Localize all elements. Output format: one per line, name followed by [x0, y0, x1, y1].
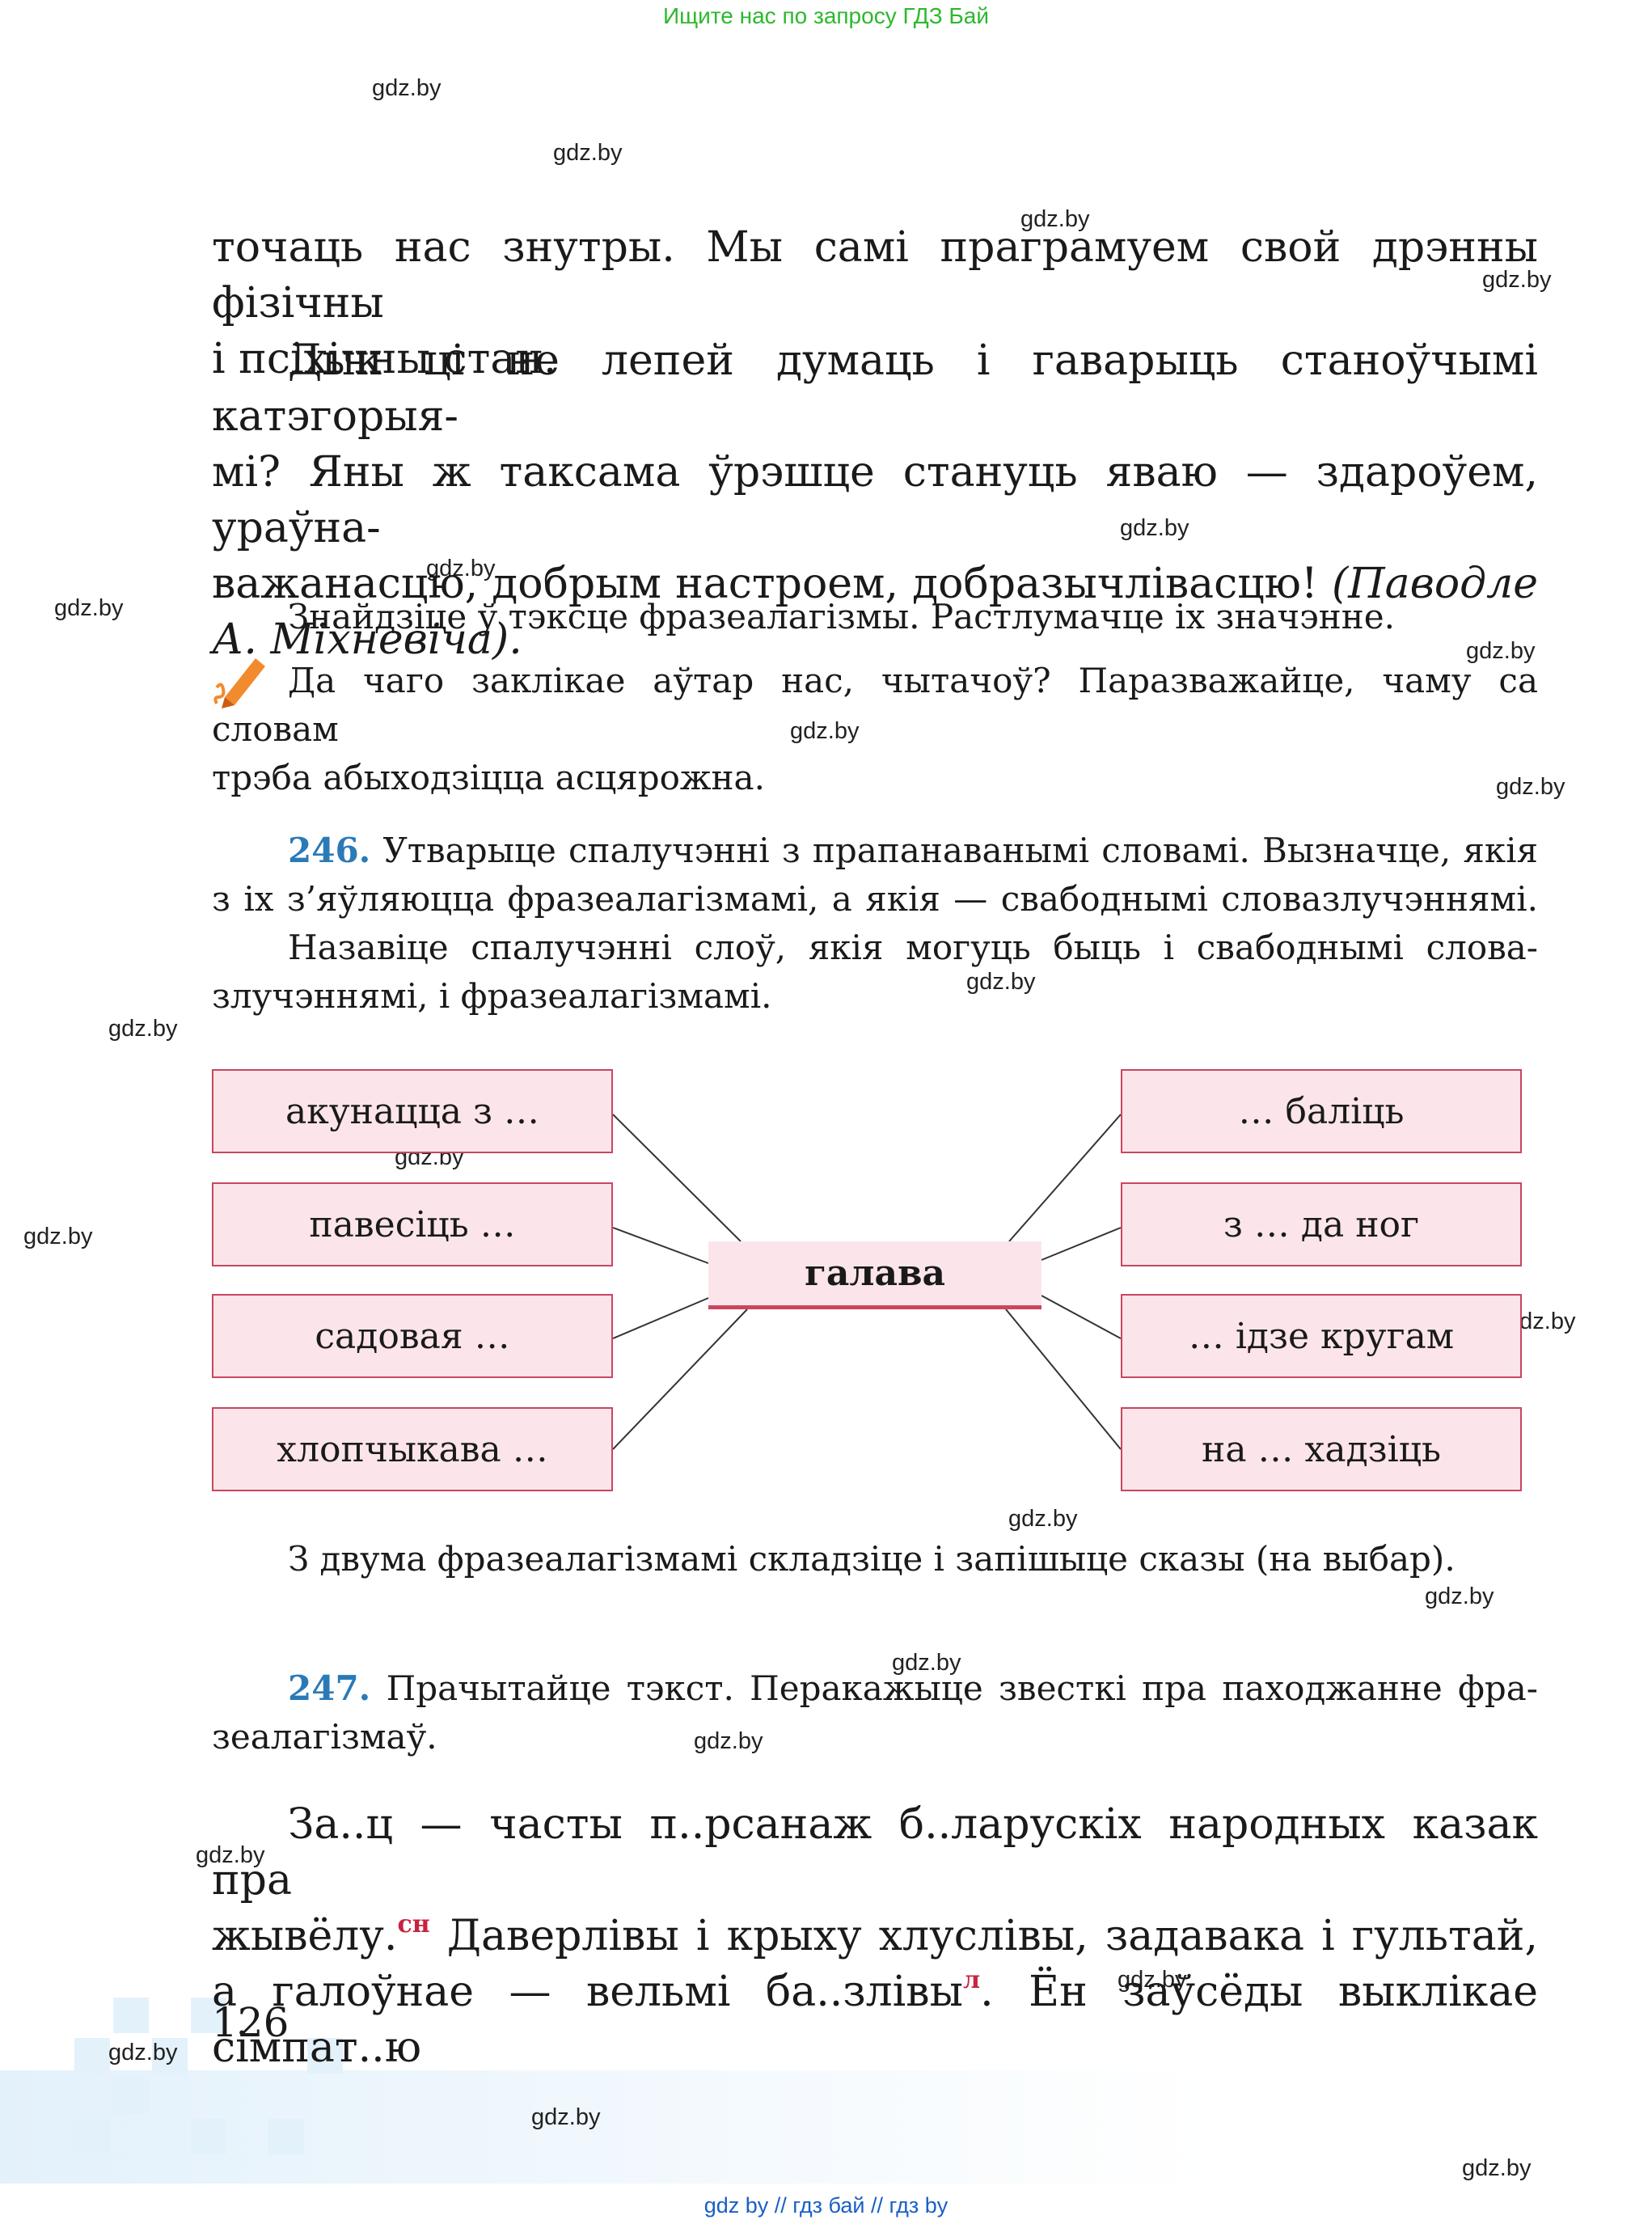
- watermark: gdz.by: [372, 75, 442, 101]
- text-line: Назавіце спалучэнні слоў, якія могуць бы…: [288, 928, 1538, 967]
- text-line: За..ц — часты п..рсанаж б..ларускіх наро…: [212, 1800, 1538, 1905]
- phrase-box-left: садовая …: [212, 1294, 613, 1378]
- watermark: gdz.by: [1425, 1583, 1494, 1609]
- connector-line: [1041, 1227, 1122, 1261]
- task-reflection: Да чаго заклікае аўтар нас, чытачоў? Пар…: [212, 657, 1538, 802]
- phrase-box-right: з … да ног: [1121, 1182, 1522, 1266]
- watermark: gdz.by: [108, 2040, 178, 2065]
- watermark: gdz.by: [892, 1650, 961, 1676]
- watermark: gdz.by: [1482, 267, 1552, 293]
- text-line: важанасцю, добрым настроем, добразычліва…: [212, 560, 1538, 608]
- phrase-box-right: … ідзе кругам: [1121, 1294, 1522, 1378]
- watermark: gdz.by: [196, 1842, 265, 1868]
- text-line: А. Міхневіча).: [212, 615, 522, 664]
- connector-line: [612, 1114, 741, 1242]
- watermark: gdz.by: [426, 556, 496, 581]
- phrase-box-right: на … хадзіць: [1121, 1407, 1522, 1491]
- paragraph-continuation: точаць нас знутры. Мы самі праграмуем св…: [212, 220, 1538, 387]
- watermark: gdz.by: [54, 595, 124, 621]
- text-line: Да чаго заклікае аўтар нас, чытачоў? Пар…: [212, 661, 1538, 749]
- watermark: gdz.by: [531, 2104, 601, 2130]
- watermark: gdz.by: [1008, 1506, 1078, 1532]
- text-line: зеалагізмаў.: [212, 1717, 437, 1757]
- text-line: мі? Яны ж таксама ўрэшце стануць явaю — …: [212, 448, 1538, 552]
- decor-square: [307, 2038, 343, 2074]
- phrase-box-left: хлопчыкава …: [212, 1407, 613, 1491]
- phrase-box-left: павесіць …: [212, 1182, 613, 1266]
- exercise-number: 246.: [288, 831, 371, 870]
- text-line: злучэннямі, і фразеалагізмамі.: [212, 976, 772, 1016]
- page-number: 126: [212, 1999, 289, 2046]
- watermark: gdz.by: [553, 140, 623, 166]
- connector-line: [1041, 1295, 1122, 1339]
- decor-square: [152, 2038, 188, 2074]
- text-line: жывёлу.сн Даверлівы і крыху хлуслівы, за…: [212, 1910, 1538, 1960]
- connector-line: [612, 1227, 709, 1264]
- source-citation: (Паводле: [1331, 560, 1538, 608]
- text-line: точаць нас знутры. Мы самі праграмуем св…: [212, 223, 1538, 328]
- spelling-mark: сн: [397, 1910, 430, 1939]
- watermark: gdz.by: [1496, 774, 1565, 800]
- bottom-links[interactable]: gdz by // гдз бай // гдз by: [703, 2193, 949, 2218]
- spelling-mark: л: [962, 1966, 981, 1994]
- watermark: gdz.by: [1118, 1967, 1187, 1993]
- text-line: 247. Прачытайце тэкст. Перакажыце звестк…: [288, 1668, 1538, 1708]
- text-line: і псіхічны стан.: [212, 335, 557, 383]
- connector-line: [1008, 1114, 1122, 1242]
- watermark: gdz.by: [23, 1224, 93, 1249]
- exercise-247: 247. Прачытайце тэкст. Перакажыце звестк…: [212, 1664, 1538, 1761]
- watermark: gdz.by: [1466, 638, 1536, 664]
- watermark: gdz.by: [790, 718, 860, 744]
- text-line: а галоўнае — вельмі ба..злівыл. Ён заўсё…: [212, 1966, 1538, 2072]
- decor-square: [74, 2038, 110, 2074]
- task-find-phraseologisms: Знайдзіце ў тэксце фразеалагізмы. Растлу…: [288, 597, 1395, 636]
- top-banner[interactable]: Ищите нас по запросу ГДЗ Бай: [662, 3, 990, 28]
- watermark: gdz.by: [1120, 515, 1189, 541]
- connector-line: [612, 1297, 709, 1339]
- pen-icon: [213, 658, 265, 708]
- watermark: gdz.by: [108, 1016, 178, 1042]
- text-line: з іх з’яўляюцца фразеалагізмамі, а якія …: [212, 879, 1538, 919]
- watermark: gdz.by: [966, 969, 1036, 995]
- story-text: За..ц — часты п..рсанаж б..ларускіх наро…: [212, 1797, 1538, 2076]
- text-line: Дык ці не лепей думаць і гаварыць станоў…: [212, 336, 1538, 441]
- paragraph-main: Дык ці не лепей думаць і гаварыць станоў…: [212, 333, 1538, 668]
- exercise-246-followup: З двума фразеалагізмамі складзіце і запі…: [288, 1539, 1456, 1579]
- phrase-box-right: … баліць: [1121, 1069, 1522, 1153]
- watermark: gdz.by: [1020, 206, 1090, 232]
- exercise-246: 246. Утварыце спалучэнні з прапанаванымі…: [212, 827, 1538, 1021]
- watermark: gdz.by: [694, 1728, 763, 1754]
- text-line: трэба абыходзіцца асцярожна.: [212, 758, 765, 797]
- connector-line: [612, 1309, 748, 1450]
- center-word-box: галава: [708, 1241, 1041, 1309]
- decor-band: [0, 2070, 1213, 2184]
- decor-square: [113, 1998, 149, 2033]
- connector-line: [1005, 1309, 1122, 1450]
- text-line: 246. Утварыце спалучэнні з прапанаванымі…: [288, 831, 1538, 870]
- phrase-box-left: акунацца з …: [212, 1069, 613, 1153]
- watermark: gdz.by: [1462, 2155, 1532, 2181]
- decor-square: [191, 1998, 226, 2033]
- exercise-number: 247.: [288, 1668, 371, 1708]
